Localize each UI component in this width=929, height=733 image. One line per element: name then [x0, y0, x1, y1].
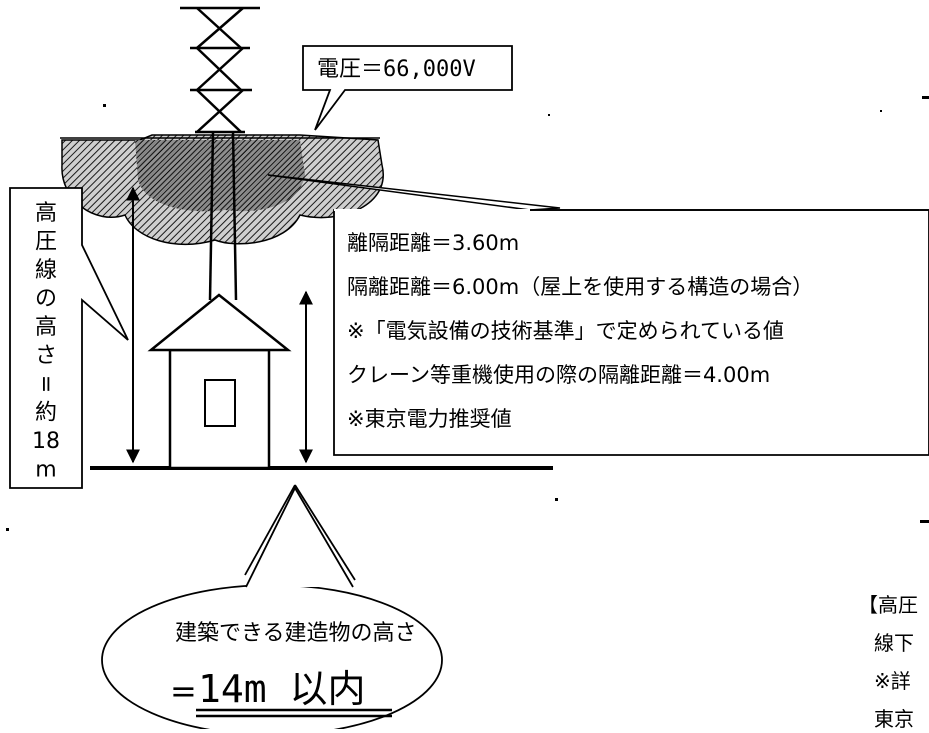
- right-margin-note: ※詳: [874, 669, 911, 693]
- height-label-char: 高: [35, 201, 57, 226]
- transmission-tower-icon: [180, 6, 260, 301]
- height-label-char: =: [33, 375, 58, 393]
- right-margin-note: 線下: [874, 631, 914, 655]
- building-height-value: 14m 以内: [198, 667, 366, 711]
- height-label-char: 高: [35, 315, 57, 340]
- voltage-callout: 電圧＝66,000V: [302, 45, 513, 131]
- height-label-char: さ: [35, 344, 57, 369]
- distance-line: 隔離距離＝6.00m（屋上を使用する構造の場合）: [347, 275, 813, 299]
- right-margin-note: 【高圧: [858, 593, 918, 617]
- height-label-char: m: [35, 458, 56, 483]
- building-height-caption: 建築できる建造物の高さ: [175, 621, 417, 646]
- distance-line: クレーン等重機使用の際の隔離距離＝4.00m: [347, 363, 770, 387]
- height-label-char: の: [35, 287, 57, 312]
- height-label-char: 約: [35, 401, 57, 426]
- voltage-text: 電圧＝66,000V: [317, 57, 476, 82]
- height-label-char: 線: [35, 258, 57, 283]
- scan-dots: [6, 96, 929, 531]
- building-height-callout: 建築できる建造物の高さ = 14m 以内: [101, 484, 443, 733]
- clearance-distance-box: 離隔距離＝3.60m 隔離距離＝6.00m（屋上を使用する構造の場合） ※「電気設備…: [267, 174, 929, 456]
- distance-line: 離隔距離＝3.60m: [347, 231, 519, 255]
- right-margin-note: 東京: [874, 707, 914, 729]
- house-icon: [147, 293, 292, 470]
- height-label-char: 圧: [35, 230, 57, 255]
- distance-line: ※東京電力推奨値: [347, 407, 512, 431]
- height-label-char: 18: [32, 429, 60, 454]
- building-height-prefix: =: [170, 672, 197, 710]
- clearance-zone: [61, 134, 384, 246]
- distance-line: ※「電気設備の技術基準」で定められている値: [347, 319, 784, 343]
